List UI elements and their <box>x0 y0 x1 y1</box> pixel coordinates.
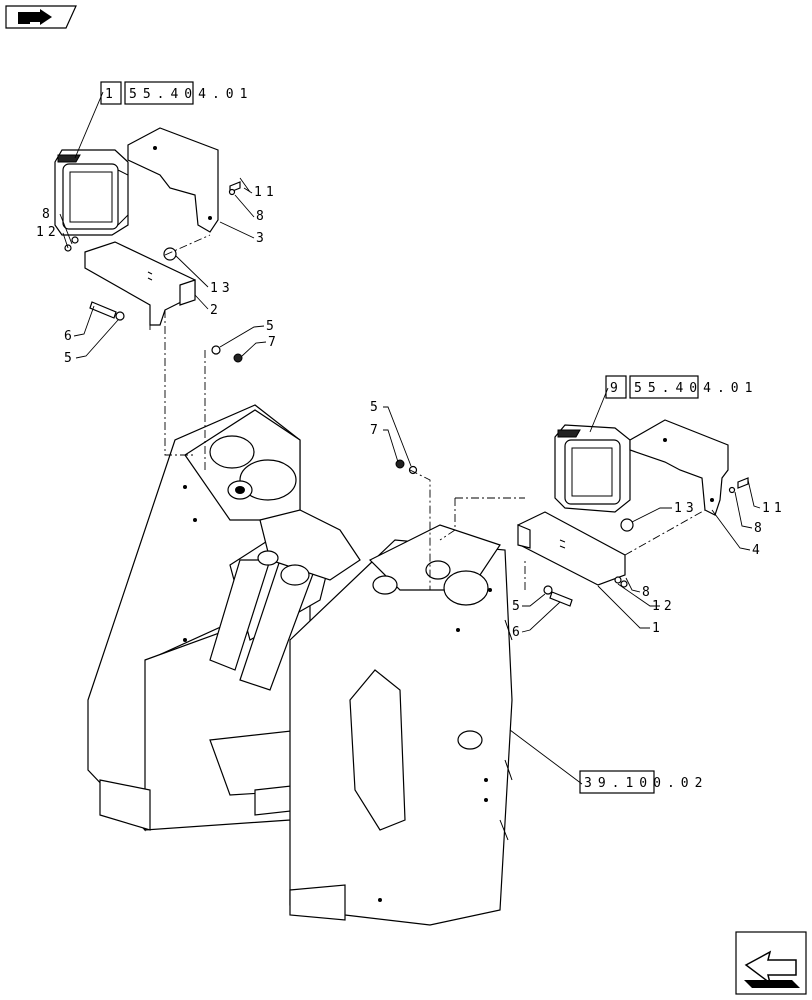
callout-8-right-upper: 8 <box>754 521 766 536</box>
callout-12-left: 12 <box>36 225 60 240</box>
callout-5-center: 5 <box>370 400 382 415</box>
left-work-light <box>54 149 129 236</box>
callout-11-right: 11 <box>762 501 786 516</box>
callout-4: 4 <box>752 543 764 558</box>
callout-5-right: 5 <box>512 599 524 614</box>
callout-7-center: 7 <box>370 423 382 438</box>
next-page-arrow-icon[interactable] <box>735 931 807 995</box>
callout-2: 2 <box>210 303 222 318</box>
leader-lines <box>59 91 761 785</box>
ref-right-box-number: 9 <box>610 381 624 396</box>
right-light-support-1 <box>517 511 626 586</box>
ref-right-code: 55.404.01 <box>634 381 758 396</box>
ref-left-box-number: 1 <box>105 87 119 102</box>
callout-13-left: 13 <box>210 281 234 296</box>
callout-5-left: 5 <box>64 351 76 366</box>
callout-5-mid: 5 <box>266 319 278 334</box>
callout-8-left-upper: 8 <box>256 209 268 224</box>
callout-1: 1 <box>652 621 664 636</box>
callout-8-left: 8 <box>42 207 54 222</box>
right-hardware <box>395 459 749 607</box>
book-arrow-icon[interactable] <box>5 5 77 29</box>
ref-frame-code: 39.100.02 <box>584 776 708 791</box>
ref-left-code: 55.404.01 <box>129 87 253 102</box>
ref-frame[interactable]: 39.100.02 <box>579 770 708 794</box>
callout-labels: 11 8 3 8 12 13 2 6 5 5 7 5 7 13 11 8 4 8… <box>36 185 786 640</box>
ref-right-light[interactable]: 9 55.404.01 <box>605 375 758 399</box>
alignment-lines <box>149 234 706 590</box>
left-light-bracket-3 <box>127 127 219 233</box>
left-light-support-2 <box>84 241 196 326</box>
callout-8-right: 8 <box>642 585 654 600</box>
callout-13-right: 13 <box>674 501 698 516</box>
callout-3: 3 <box>256 231 268 246</box>
callout-6-right: 6 <box>512 625 524 640</box>
callout-12-right: 12 <box>652 599 676 614</box>
callout-7-mid: 7 <box>268 335 280 350</box>
callout-11-left: 11 <box>254 185 278 200</box>
ref-left-light[interactable]: 1 55.404.01 <box>100 81 253 105</box>
callout-6-left: 6 <box>64 329 76 344</box>
right-light-bracket-4 <box>629 419 729 516</box>
left-hardware <box>64 181 243 363</box>
loader-frame <box>87 404 513 926</box>
right-work-light <box>554 424 631 513</box>
